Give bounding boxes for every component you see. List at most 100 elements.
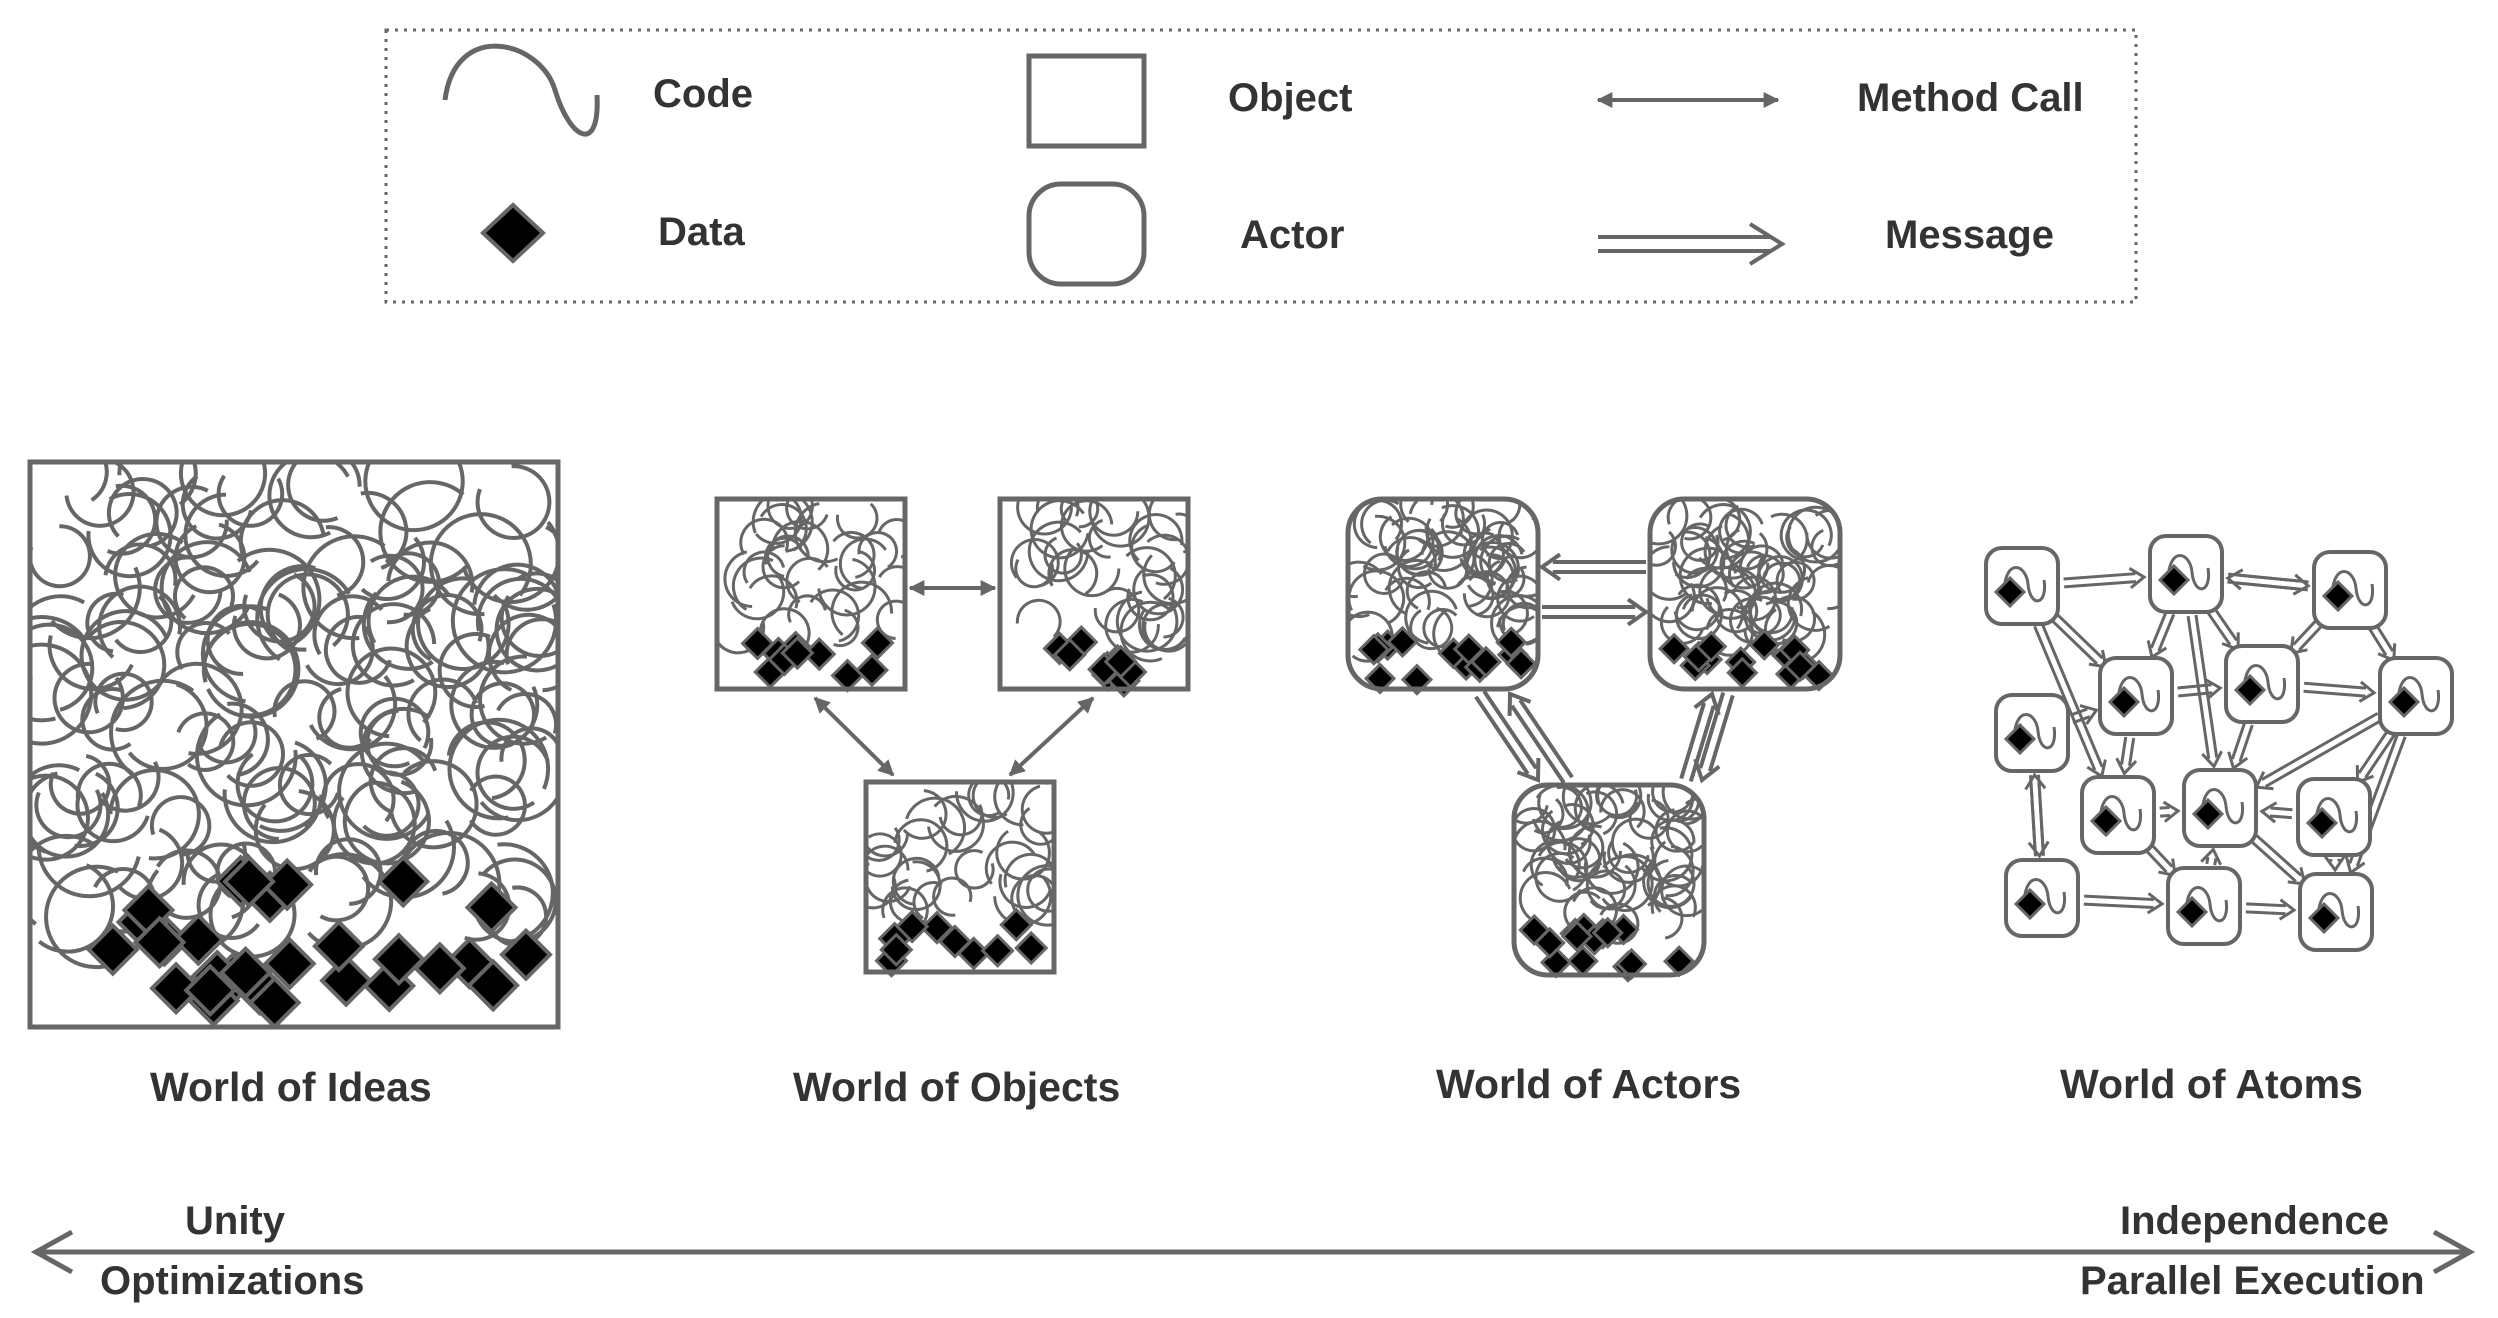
object-1-data [740,625,895,693]
code-squiggle [398,830,502,911]
code-squiggle [2098,795,2143,832]
code-squiggle [176,711,236,772]
data-diamond [2191,797,2225,831]
code-squiggle [2242,664,2287,701]
code-squiggle [1014,558,1054,589]
code-squiggle [955,782,1015,823]
code-squiggle [255,566,351,662]
legend-message-label: Message [1885,213,2054,257]
axis-optimizations-label: Optimizations [100,1259,364,1303]
code-squiggle [1063,547,1121,598]
message-arrow [2159,800,2181,823]
code-squiggle [1175,512,1188,554]
code-squiggle [241,766,317,841]
data-diamond [466,958,520,1013]
code-squiggle [1583,841,1640,895]
code-squiggle [342,779,431,866]
code-squiggle [183,492,260,578]
ideas-data-cluster [85,854,553,1030]
code-squiggle [30,763,81,855]
code-squiggle [178,462,268,518]
data-diamond [1658,632,1691,665]
code-squiggle [1646,785,1695,822]
code-squiggle [1009,538,1060,588]
atom-actor [2004,858,2080,938]
code-squiggle [359,706,431,796]
code-squiggle [1585,790,1619,836]
object-box-1 [714,496,908,693]
axis-right-arrowhead [2432,1229,2476,1275]
atom-actor [2378,656,2454,736]
code-squiggle [1141,602,1187,651]
axis-independence-label: Independence [2120,1199,2389,1243]
code-squiggle [462,520,558,605]
atom-actor [2296,777,2372,857]
code-squiggle [1163,596,1185,639]
data-diamond [1052,637,1087,672]
code-squiggle [30,594,86,682]
object-1-code [717,499,905,660]
code-squiggle [478,654,548,746]
code-squiggle [487,612,558,692]
code-squiggle [1665,809,1704,854]
code-squiggle [253,789,336,872]
code-squiggle [984,840,1036,885]
atom-actor [2148,534,2224,614]
code-squiggle [1119,600,1170,663]
code-squiggle [834,550,876,592]
code-squiggle [1545,819,1592,865]
data-diamond [319,953,373,1008]
code-squiggle [927,794,985,853]
object-icon [1026,53,1147,149]
actor-1-data [1357,625,1538,696]
code-squiggle [971,782,1008,819]
data-diamond [879,932,914,967]
code-squiggle [1514,807,1557,853]
code-squiggle [1491,499,1522,526]
code-squiggle [866,844,910,871]
data-diamond [222,854,276,909]
atom-actor [2298,872,2374,952]
actor-1-code [1348,499,1538,663]
data-diamond [260,857,314,912]
data-diamond [937,924,973,959]
code-squiggle [1093,587,1141,634]
code-squiggle [410,593,484,662]
code-squiggle [1666,499,1713,541]
method-call-arrow [813,696,895,777]
code-squiggle [2166,554,2211,591]
actor-3-code [1514,785,1704,945]
code-squiggle [30,524,92,589]
data-diamond [412,941,467,996]
code-squiggle [472,562,558,622]
code-squiggle [85,591,124,654]
legend: Code Data Object Actor Method Call Messa… [384,28,2138,304]
message-arrow [1507,691,1574,784]
code-squiggle [1427,517,1473,572]
code-squiggle [117,462,198,507]
world-of-atoms: World of Atoms [1984,534,2454,1107]
code-squiggle [1059,499,1114,553]
data-diamond [2305,806,2339,840]
data-diamond [2013,887,2047,921]
code-squiggle [857,531,899,569]
data-diamond [2157,563,2191,597]
code-squiggle [1654,808,1695,853]
data-diamond [2387,685,2421,719]
atom-actor [2166,866,2242,946]
code-squiggle [30,615,85,723]
axis-unity-label: Unity [185,1199,286,1243]
data-diamond [262,936,317,991]
actor-icon [1026,181,1147,287]
code-icon [442,43,600,137]
message-arrow [2303,680,2377,703]
code-squiggle [1762,561,1802,602]
code-squiggle [1087,518,1111,559]
data-diamond [464,880,519,935]
code-squiggle [1027,520,1090,583]
code-squiggle [127,682,209,771]
code-squiggle [1810,529,1840,568]
code-squiggle [902,789,948,840]
code-squiggle [47,635,134,692]
code-squiggle [1404,589,1458,645]
